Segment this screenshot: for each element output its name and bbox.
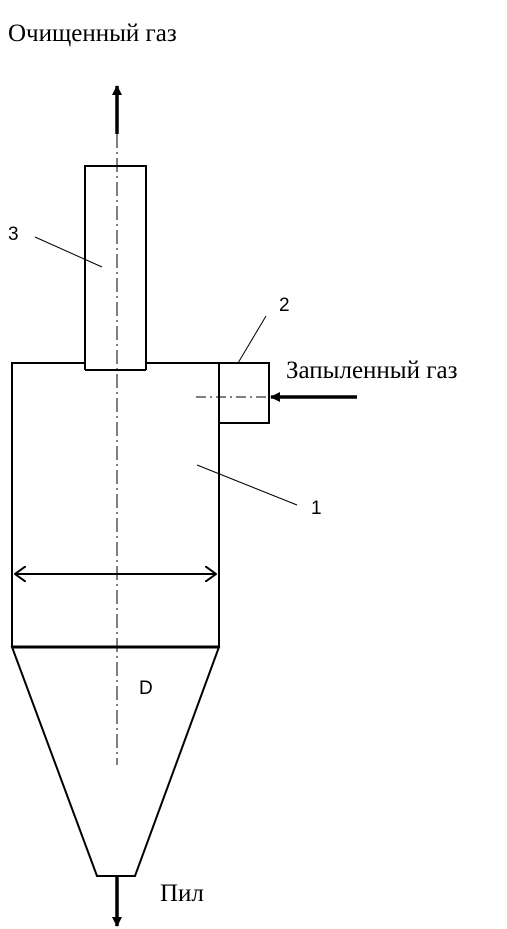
callout-3-label: 3 [8, 224, 19, 245]
cyclone-cone [10, 646, 221, 877]
callout-1-leader [196, 464, 298, 506]
diameter-label: D [139, 678, 153, 699]
callout-1-label: 1 [311, 498, 322, 519]
dusty-gas-label: Запыленный газ [286, 357, 458, 384]
cyclone-body [11, 362, 220, 648]
callout-2-leader [237, 315, 267, 364]
exhaust-pipe-inner [85, 362, 146, 370]
dust-label: Пил [160, 880, 204, 907]
callout-3-leader [34, 236, 103, 268]
exhaust-pipe [84, 165, 147, 371]
inlet-pipe [218, 362, 270, 424]
clean-gas-label: Очищенный газ [8, 20, 177, 47]
callout-2-label: 2 [279, 295, 290, 316]
